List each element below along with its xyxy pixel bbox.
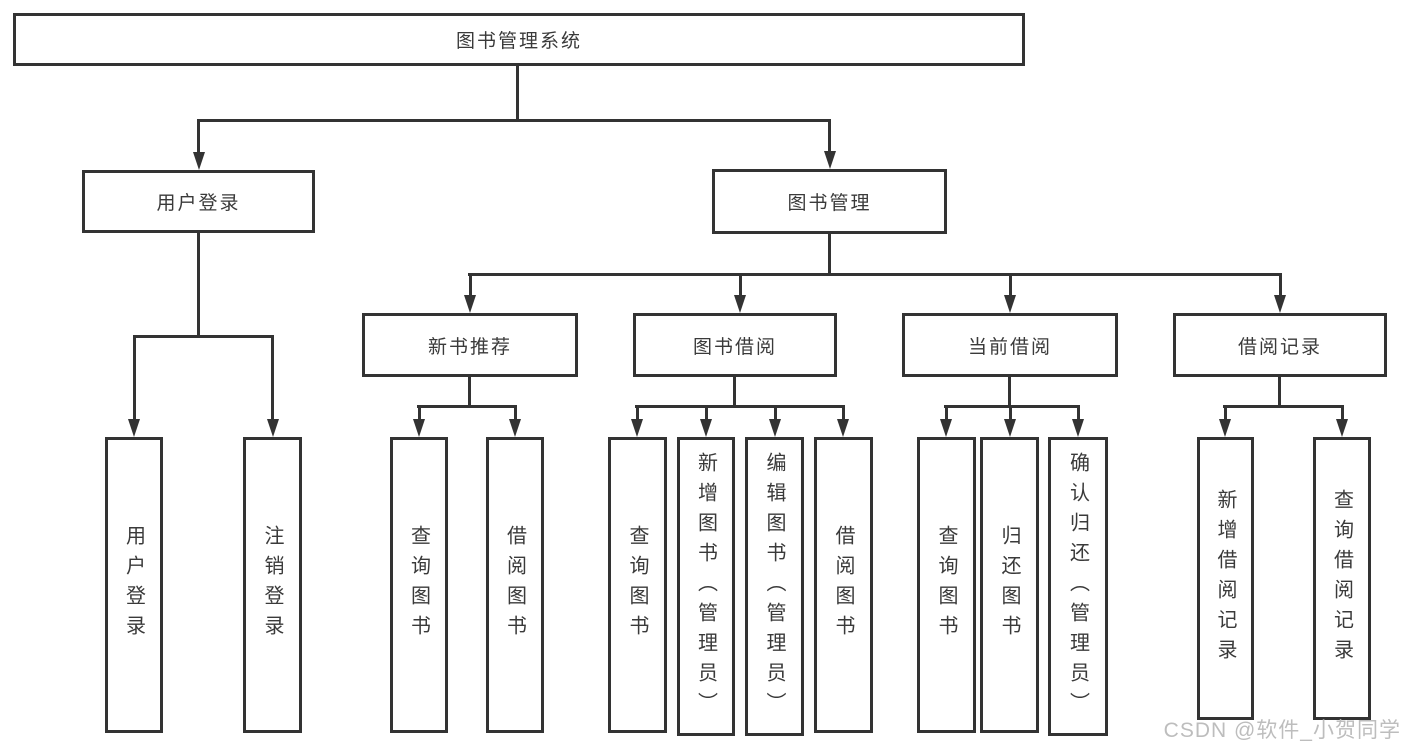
arrowhead-to-book-borrow (734, 295, 746, 313)
connector-nbr-bar (417, 405, 517, 408)
connector-br-stem (1278, 377, 1281, 405)
leaf-bb-borrow-books-label: 借阅图书 (832, 525, 854, 645)
connector-user-login-stem (197, 233, 200, 335)
leaf-bb-edit-books-admin-label: 编辑图书（管理员） (763, 451, 785, 722)
connector-book-mgmt-drop-4 (1279, 273, 1282, 297)
connector-nbr-drop-1 (418, 405, 421, 421)
connector-br-bar (1223, 405, 1344, 408)
connector-cb-drop-3 (1077, 405, 1080, 421)
connector-bb-stem (733, 377, 736, 405)
leaf-br-add-record: 新增借阅记录 (1197, 437, 1254, 720)
connector-cb-stem (1008, 377, 1011, 405)
leaf-cb-return-books: 归还图书 (980, 437, 1039, 733)
leaf-logout-label: 注销登录 (261, 525, 283, 645)
leaf-br-query-record-label: 查询借阅记录 (1330, 488, 1353, 669)
node-book-management: 图书管理 (712, 169, 947, 234)
arrowhead-to-borrow-record (1274, 295, 1286, 313)
connector-bb-drop-3 (774, 405, 777, 421)
node-user-login-label: 用户登录 (156, 193, 241, 214)
leaf-bb-add-books-admin-label: 新增图书（管理员） (694, 451, 717, 722)
connector-root-left-drop (197, 119, 200, 155)
node-current-borrow-label: 当前借阅 (967, 336, 1052, 358)
node-borrow-record: 借阅记录 (1173, 313, 1387, 377)
connector-root-stem (516, 66, 519, 119)
arrowhead-br-leaf-2 (1336, 419, 1348, 437)
arrowhead-bb-leaf-4 (837, 419, 849, 437)
arrowhead-cb-leaf-3 (1072, 419, 1084, 437)
node-root-system: 图书管理系统 (13, 13, 1025, 66)
connector-book-mgmt-drop-2 (739, 273, 742, 297)
arrowhead-bb-leaf-1 (631, 419, 643, 437)
connector-nbr-drop-2 (514, 405, 517, 421)
leaf-bb-edit-books-admin: 编辑图书（管理员） (745, 437, 804, 736)
connector-book-mgmt-drop-1 (469, 273, 472, 297)
connector-bb-drop-1 (636, 405, 639, 421)
node-book-borrow-label: 图书借阅 (692, 336, 777, 358)
leaf-br-add-record-label: 新增借阅记录 (1214, 488, 1236, 669)
node-current-borrow: 当前借阅 (902, 313, 1118, 377)
connector-user-login-bar (133, 335, 274, 338)
connector-root-right-drop (828, 119, 831, 154)
connector-user-login-drop-1 (133, 335, 136, 420)
node-user-login: 用户登录 (82, 170, 315, 233)
connector-root-bar (197, 119, 831, 122)
connector-bb-bar (635, 405, 845, 408)
leaf-cb-query-books-label: 查询图书 (935, 525, 957, 645)
arrowhead-cb-leaf-2 (1004, 419, 1016, 437)
arrowhead-bb-leaf-2 (700, 419, 712, 437)
node-new-book-recommend-label: 新书推荐 (427, 336, 512, 358)
leaf-bb-query-books-label: 查询图书 (626, 525, 648, 645)
arrowhead-to-user-login (193, 152, 205, 170)
node-book-management-label: 图书管理 (787, 193, 872, 214)
leaf-br-query-record: 查询借阅记录 (1313, 437, 1371, 720)
arrowhead-br-leaf-1 (1219, 419, 1231, 437)
csdn-watermark: CSDN @软件_小贺同学 (1163, 719, 1401, 742)
connector-cb-drop-1 (945, 405, 948, 421)
connector-br-drop-1 (1224, 405, 1227, 421)
leaf-user-login-label: 用户登录 (122, 525, 145, 645)
node-book-borrow: 图书借阅 (633, 313, 837, 377)
arrowhead-to-current-borrow (1004, 295, 1016, 313)
leaf-nbr-query-books: 查询图书 (390, 437, 448, 733)
connector-user-login-drop-2 (271, 335, 274, 420)
node-borrow-record-label: 借阅记录 (1237, 336, 1322, 358)
arrowhead-to-book-management (824, 151, 836, 169)
connector-nbr-stem (468, 377, 471, 405)
leaf-nbr-borrow-books-label: 借阅图书 (503, 525, 526, 645)
connector-cb-bar (944, 405, 1080, 408)
leaf-bb-add-books-admin: 新增图书（管理员） (677, 437, 735, 736)
arrowhead-to-leaf-user-login (128, 419, 140, 437)
leaf-cb-query-books: 查询图书 (917, 437, 976, 733)
connector-bb-drop-4 (842, 405, 845, 421)
node-new-book-recommend: 新书推荐 (362, 313, 578, 377)
leaf-logout: 注销登录 (243, 437, 302, 733)
connector-cb-drop-2 (1009, 405, 1012, 421)
connector-book-mgmt-drop-3 (1009, 273, 1012, 297)
leaf-cb-confirm-return-admin-label: 确认归还（管理员） (1066, 451, 1089, 722)
connector-bb-drop-2 (705, 405, 708, 421)
connector-book-mgmt-bar (468, 273, 1281, 276)
leaf-bb-query-books: 查询图书 (608, 437, 667, 733)
leaf-nbr-borrow-books: 借阅图书 (486, 437, 544, 733)
arrowhead-to-new-book-recommend (464, 295, 476, 313)
node-root-label: 图书管理系统 (455, 31, 582, 52)
leaf-cb-return-books-label: 归还图书 (998, 525, 1020, 645)
arrowhead-cb-leaf-1 (940, 419, 952, 437)
connector-br-drop-2 (1341, 405, 1344, 421)
leaf-bb-borrow-books: 借阅图书 (814, 437, 873, 733)
connector-book-mgmt-stem (828, 234, 831, 273)
leaf-cb-confirm-return-admin: 确认归还（管理员） (1048, 437, 1108, 736)
arrowhead-nbr-leaf-2 (509, 419, 521, 437)
leaf-user-login: 用户登录 (105, 437, 163, 733)
arrowhead-nbr-leaf-1 (413, 419, 425, 437)
arrowhead-to-leaf-logout (267, 419, 279, 437)
leaf-nbr-query-books-label: 查询图书 (407, 525, 430, 645)
arrowhead-bb-leaf-3 (769, 419, 781, 437)
